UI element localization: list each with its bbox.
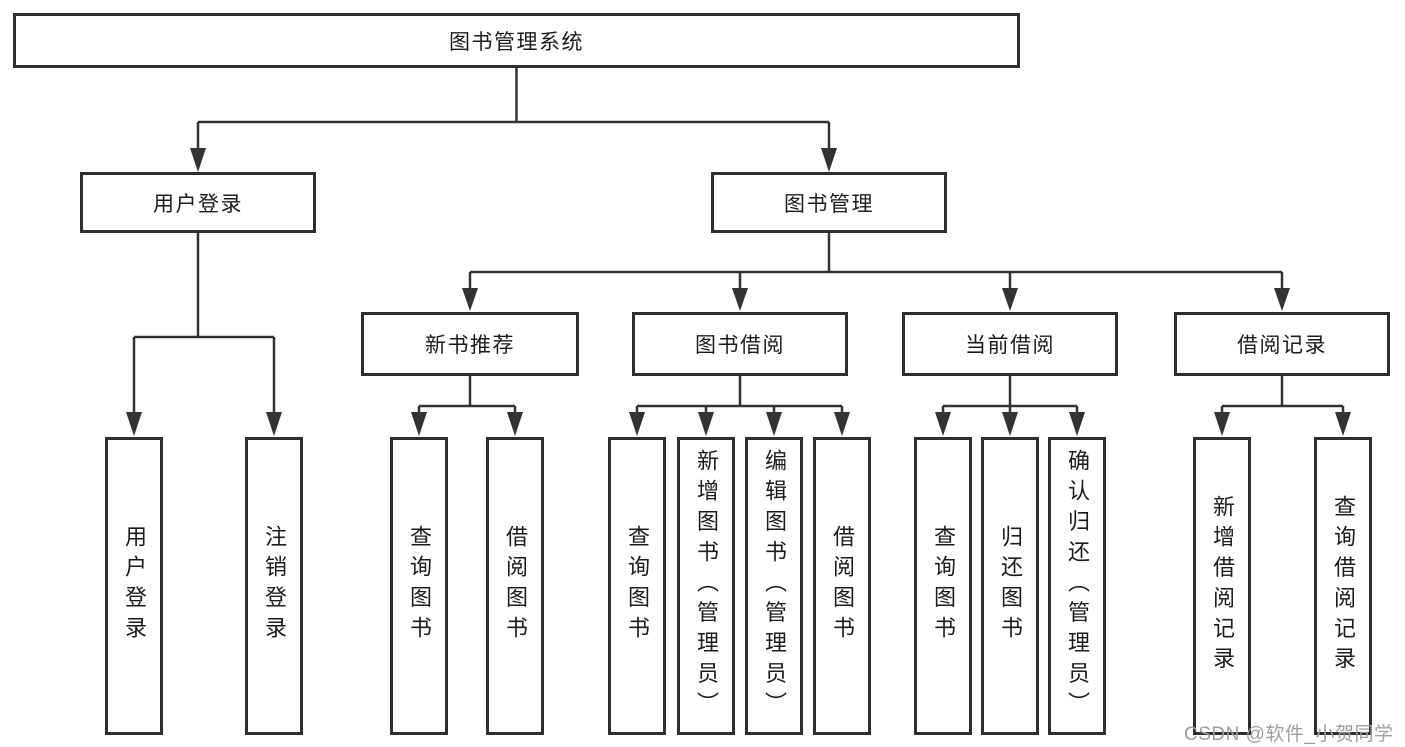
- node-library-management-system: 图书管理系统: [13, 13, 1020, 68]
- leaf-query-books: 查询图书: [914, 437, 972, 735]
- leaf-edit-books-admin: 编辑图书（管理员）: [745, 437, 803, 735]
- node-borrow-records: 借阅记录: [1174, 312, 1390, 376]
- leaf-confirm-return-admin: 确认归还（管理员）: [1048, 437, 1106, 735]
- leaf-return-books: 归还图书: [981, 437, 1039, 735]
- node-current-borrow: 当前借阅: [902, 312, 1118, 376]
- leaf-query-books: 查询图书: [608, 437, 666, 735]
- leaf-add-books-admin: 新增图书（管理员）: [677, 437, 735, 735]
- node-book-borrow: 图书借阅: [632, 312, 848, 376]
- leaf-logout: 注销登录: [245, 437, 303, 735]
- node-book-management: 图书管理: [711, 172, 947, 233]
- node-new-book-recommend: 新书推荐: [361, 312, 579, 376]
- arrowheads: [126, 148, 1351, 436]
- leaf-borrow-books: 借阅图书: [486, 437, 544, 735]
- leaf-query-books: 查询图书: [390, 437, 448, 735]
- leaf-add-borrow-record: 新增借阅记录: [1193, 437, 1251, 735]
- node-user-login: 用户登录: [80, 172, 316, 233]
- leaf-query-borrow-record: 查询借阅记录: [1314, 437, 1372, 735]
- leaf-borrow-books: 借阅图书: [813, 437, 871, 735]
- csdn-watermark: CSDN @软件_小贺同学: [1184, 724, 1394, 745]
- leaf-user-login: 用户登录: [105, 437, 163, 735]
